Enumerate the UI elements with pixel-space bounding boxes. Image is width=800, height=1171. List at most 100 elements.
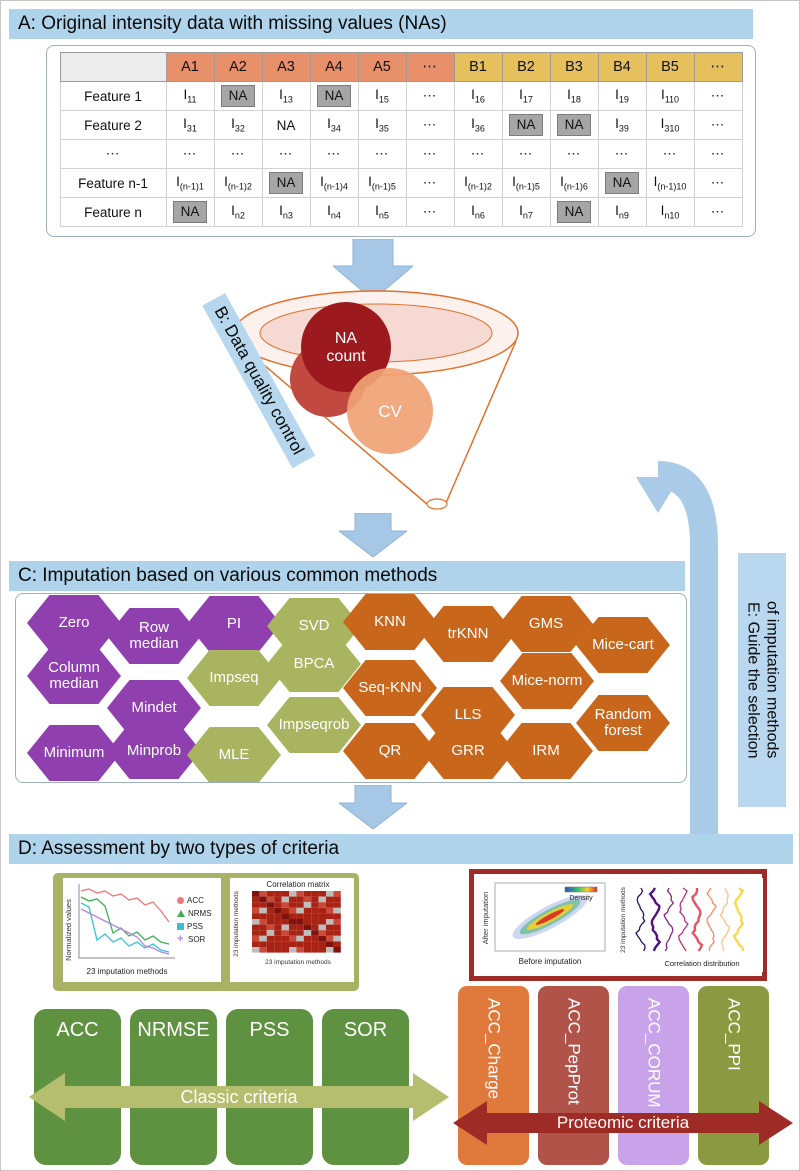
funnel-right-edge (445, 340, 517, 504)
legend-entry-nrms: NRMS (177, 907, 223, 920)
triangle-marker-icon (177, 910, 185, 917)
na-count-circle (301, 302, 391, 392)
table-cell: NA (261, 168, 311, 198)
table-cell: I13 (261, 81, 311, 111)
na-cell: NA (220, 84, 256, 108)
method-hex-mle: MLE (187, 727, 281, 782)
table-cell: ⋯ (693, 110, 743, 140)
column-header: ⋯ (405, 52, 455, 82)
na-cell: NA (268, 171, 304, 195)
legend-label: SOR (188, 935, 206, 944)
sor-series-line (80, 908, 170, 955)
proteomic-criteria-arrow (453, 1101, 793, 1145)
cv-label: CV (378, 402, 402, 421)
table-cell: I(n-1)10 (645, 168, 695, 198)
table-cell: ⋯ (405, 139, 455, 169)
line-chart-xlabel: 23 imputation methods (87, 967, 168, 976)
proteomic-column-acc-corum: ACC_CORUM (618, 986, 689, 1165)
corr-matrix-xlabel: 23 imputation methods (265, 959, 332, 966)
ellipsis: ⋯ (614, 146, 630, 161)
proteomic-column-label: ACC_Charge (484, 998, 504, 1100)
table-cell: In5 (357, 197, 407, 227)
pss-series-line (80, 902, 170, 953)
normalized-values-line-chart: Normalized values 23 imputation methods (63, 878, 221, 982)
method-hex-gms: GMS (499, 596, 593, 652)
row-label: Feature n-1 (59, 168, 167, 198)
na-cell: NA (316, 84, 352, 108)
table-cell: ⋯ (693, 81, 743, 111)
legend-entry-sor: +SOR (177, 933, 223, 946)
correlation-matrix-chart: Correlation matrix 23 imputation methods… (230, 878, 354, 982)
ellipsis: ⋯ (422, 204, 438, 219)
table-cell: I39 (597, 110, 647, 140)
column-header (59, 52, 167, 82)
legend-entry-acc: ACC (177, 894, 223, 907)
table-cell: In9 (597, 197, 647, 227)
table-cell: I16 (453, 81, 503, 111)
ellipsis: ⋯ (710, 117, 726, 132)
table-cell: ⋯ (357, 139, 407, 169)
method-hex-pi: PI (187, 596, 281, 652)
table-cell: ⋯ (549, 139, 599, 169)
panel-e-label-line1: E: Guide the selection (744, 601, 762, 759)
na-count-label-line2: count (326, 348, 366, 365)
legend-entry-pss: PSS (177, 920, 223, 933)
table-cell: I(n-1)6 (549, 168, 599, 198)
panel-e-label: E: Guide the selection of imputation met… (738, 553, 786, 807)
row-label: Feature n (59, 197, 167, 227)
legend-label: PSS (187, 922, 204, 931)
quality-control-funnel: NA count CV (233, 290, 519, 510)
table-cell: NA (309, 81, 359, 111)
panel-c-header: C: Imputation based on various common me… (9, 561, 685, 591)
column-header: A5 (357, 52, 407, 82)
density-colorbar (564, 886, 598, 893)
legend-label: NRMS (188, 909, 212, 918)
row-label: Feature 2 (59, 110, 167, 140)
density-legend-label: Density (569, 895, 593, 902)
panel-a-header: A: Original intensity data with missing … (9, 9, 753, 39)
column-header: A3 (261, 52, 311, 82)
proteomic-column-label: ACC_PPI (724, 998, 744, 1071)
circle-marker-icon (177, 897, 184, 904)
square-marker-icon (177, 923, 184, 930)
table-cell: ⋯ (501, 139, 551, 169)
ellipsis: ⋯ (374, 146, 390, 161)
scatter-xlabel: Before imputation (519, 957, 582, 966)
method-hex-bpca: BPCA (267, 636, 361, 692)
row-label: Feature 1 (59, 81, 167, 111)
feedback-arrow-d-to-c (636, 461, 718, 837)
ellipsis: ⋯ (710, 146, 726, 161)
na-cell: NA (172, 200, 208, 224)
table-cell: I(n-1)5 (357, 168, 407, 198)
correlation-distribution-chart: 23 imputation methods Correlation distri… (617, 878, 763, 972)
violin-xlabel: Correlation distribution (664, 959, 739, 968)
table-cell: I17 (501, 81, 551, 111)
table-cell: I(n-1)1 (165, 168, 215, 198)
table-cell: NA (597, 168, 647, 198)
method-hex-minprob: Minprob (107, 723, 201, 779)
table-cell: ⋯ (213, 139, 263, 169)
table-cell: NA (165, 197, 215, 227)
method-hex-impseq: Impseq (187, 650, 281, 706)
proteomic-column-acc-charge: ACC_Charge (458, 986, 529, 1165)
ellipsis: ⋯ (470, 146, 486, 161)
column-header: A4 (309, 52, 359, 82)
table-cell: I18 (549, 81, 599, 111)
table-cell: In10 (645, 197, 695, 227)
table-cell: NA (501, 110, 551, 140)
table-cell: In3 (261, 197, 311, 227)
table-cell: ⋯ (405, 81, 455, 111)
table-cell: I19 (597, 81, 647, 111)
table-cell: In4 (309, 197, 359, 227)
table-cell: ⋯ (693, 139, 743, 169)
ellipsis: ⋯ (422, 175, 438, 190)
table-cell: ⋯ (261, 139, 311, 169)
table-cell: ⋯ (165, 139, 215, 169)
method-hex-seq-knn: Seq-KNN (343, 660, 437, 716)
column-header: ⋯ (693, 52, 743, 82)
method-hex-zero: Zero (27, 595, 121, 651)
proteomic-column-label: ACC_PepProt (564, 998, 584, 1105)
